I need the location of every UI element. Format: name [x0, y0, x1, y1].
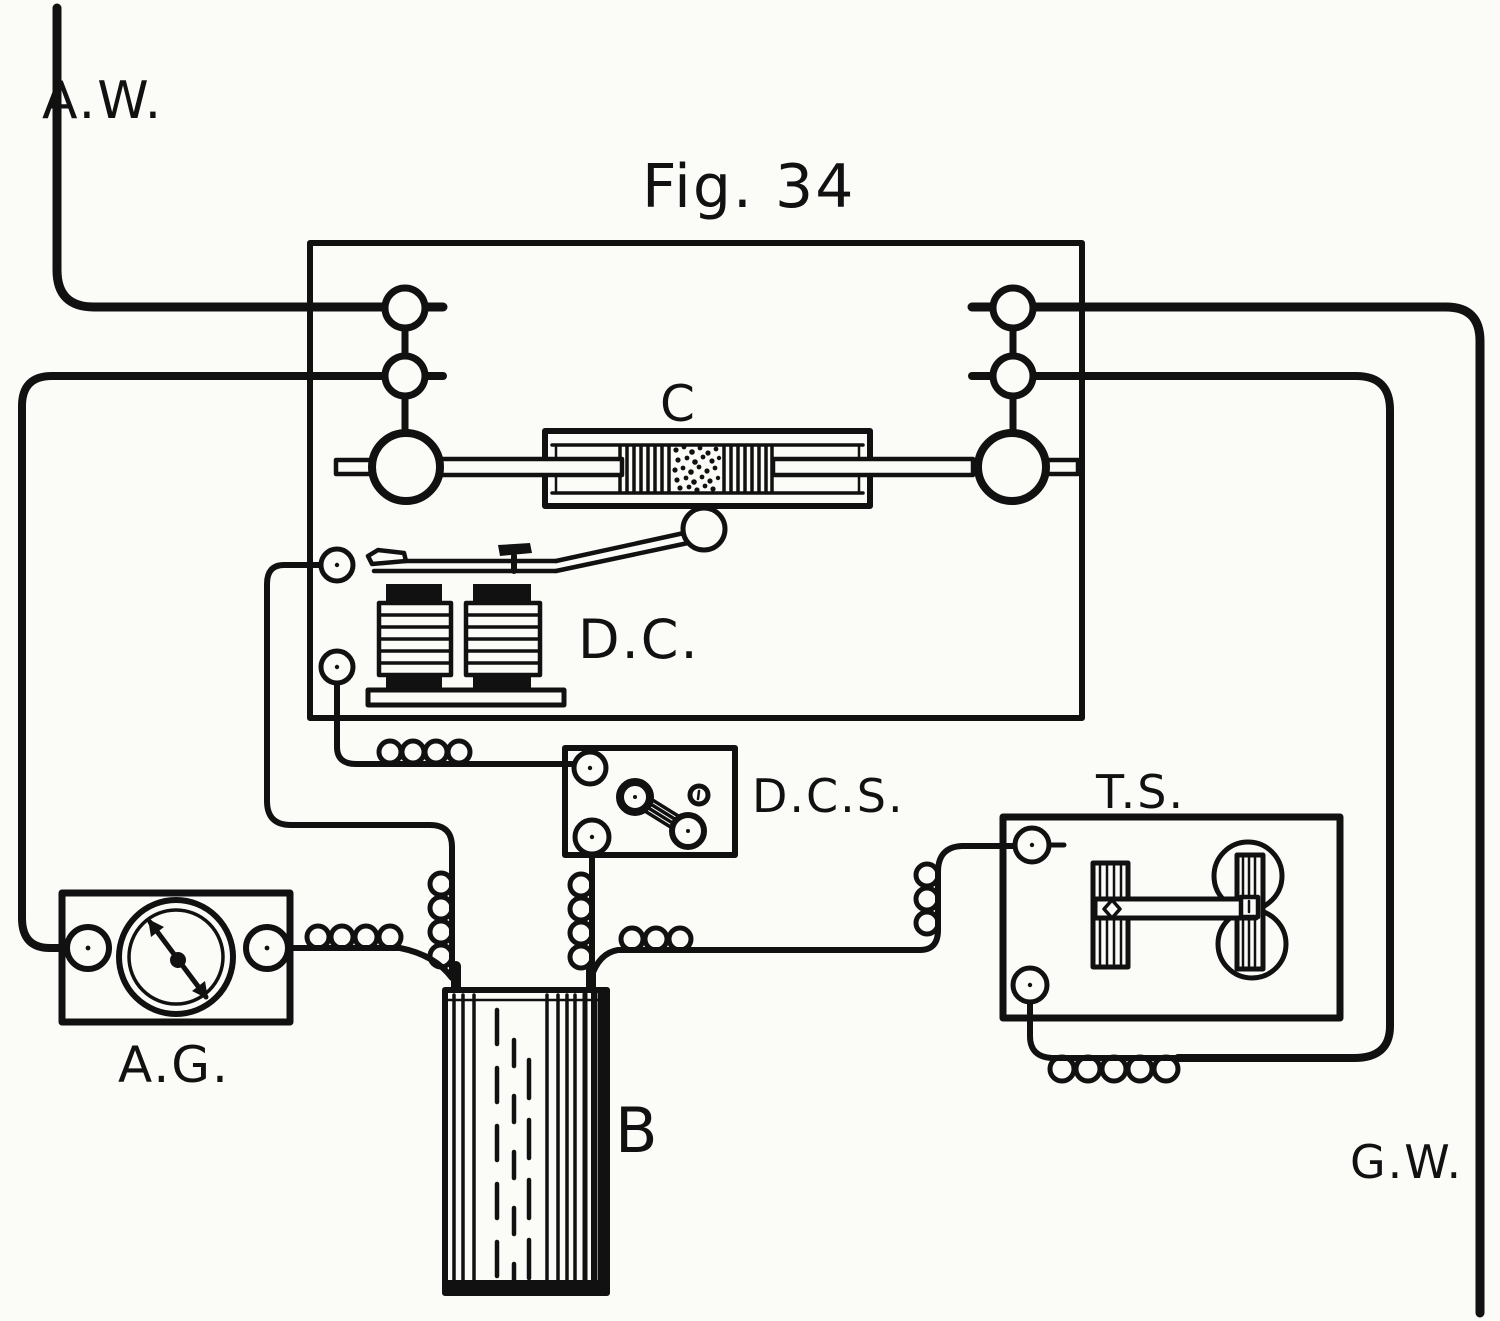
- label-decoherer: D.C.: [578, 608, 700, 671]
- coil-switch-to-battery: [567, 871, 595, 971]
- tapper-ball: [680, 505, 728, 553]
- decoherer-assembly: [318, 505, 728, 708]
- coherer-left-rod: [433, 456, 625, 478]
- coherer-tube-inner-walls: [550, 443, 865, 495]
- right-rod-post: [974, 429, 1050, 505]
- battery-shading-middle: [494, 1007, 532, 1291]
- tapper-arm: [553, 530, 691, 574]
- switch-knob-dot: [633, 795, 637, 799]
- left-middle-post: [381, 352, 429, 400]
- armature-pivot: [365, 547, 409, 567]
- label-battery: B: [615, 1094, 660, 1167]
- contact-screw-head: [498, 543, 532, 556]
- wire-post-to-galvanometer: [18, 372, 389, 952]
- coherer-right-plug: [722, 444, 774, 494]
- left-coil-top-cap: [386, 584, 442, 603]
- label-galvanometer: A.G.: [118, 1036, 230, 1094]
- galvanometer-left-terminal-dot: [85, 945, 91, 951]
- aerial-wire: [52, 3, 392, 312]
- coil-sounder-to-ground-branch: [1047, 1054, 1181, 1084]
- battery: [442, 961, 610, 1296]
- wire-relay-to-switch: [334, 680, 577, 767]
- left-coil-bottom-cap: [386, 673, 442, 690]
- ground-wire: [1026, 302, 1485, 1318]
- switch-contact-mark: [696, 789, 701, 801]
- right-coil-top-cap: [473, 584, 531, 603]
- receiver-main-box: [307, 240, 1085, 721]
- galvanometer-dial-inner: [127, 908, 225, 1006]
- needle-arrowhead-top: [148, 919, 164, 937]
- battery-shading-right: [545, 993, 577, 1290]
- needle-arrowhead-bottom: [192, 981, 208, 999]
- relay-lower-terminal-dot: [334, 664, 340, 670]
- label-ground-wire: G.W.: [1350, 1135, 1463, 1189]
- coil-relay-to-battery-left: [427, 870, 455, 970]
- figure-title: Fig. 34: [642, 152, 855, 222]
- left-coil-windings: [379, 613, 451, 665]
- label-telegraph-sounder: T.S.: [1095, 765, 1185, 819]
- label-coherer: C: [660, 375, 697, 433]
- switch-lever: [635, 793, 692, 837]
- label-aerial-wire: A.W.: [42, 71, 163, 131]
- decoherer-base: [365, 687, 567, 708]
- wire-coils: [304, 738, 1181, 1084]
- right-coil-windings: [466, 613, 540, 665]
- coherer-filings: [672, 444, 722, 493]
- left-rod-post: [368, 429, 444, 505]
- left-top-post: [381, 284, 429, 332]
- right-coil-bottom-cap: [473, 673, 531, 690]
- label-decoherer-switch: D.C.S.: [752, 769, 905, 823]
- coil-relay-to-switch: [376, 738, 473, 766]
- battery-shading-left: [452, 993, 476, 1290]
- switch-upper-terminal-dot: [587, 765, 593, 771]
- galvanometer: [64, 897, 291, 1017]
- wire-battery-to-sounder: [588, 843, 1019, 981]
- coherer-left-plug: [618, 444, 671, 494]
- wire-galvanometer-to-battery: [286, 945, 455, 981]
- sounder-mechanism: [1010, 825, 1289, 1005]
- decoherer-switch: [571, 749, 711, 857]
- wire-sounder-to-ground-branch: [1027, 998, 1183, 1061]
- switch-blade-dot: [686, 829, 690, 833]
- sounder-lower-terminal-dot: [1027, 982, 1033, 988]
- needle-hub: [170, 952, 186, 968]
- right-middle-post: [989, 352, 1037, 400]
- switch-lower-terminal-dot: [589, 834, 595, 840]
- coherer-right-rod: [770, 456, 976, 478]
- relay-upper-terminal-dot: [334, 562, 340, 568]
- battery-bottom-band: [448, 1280, 604, 1293]
- left-rod-stub: [333, 457, 375, 477]
- wire-post-to-sounder: [1029, 372, 1394, 1062]
- coherer-assembly: [333, 284, 1081, 509]
- labels: A.W. Fig. 34 C D.C. D.C.S. T.S. A.G. B G…: [42, 71, 1463, 1189]
- wires: [18, 3, 1485, 1318]
- sounder-lever-pivot: [1102, 898, 1122, 920]
- battery-cell: [442, 987, 610, 1296]
- coil-battery-to-sounder: [618, 861, 941, 953]
- right-top-post: [989, 284, 1037, 332]
- wire-relay-to-battery-left: [264, 562, 455, 978]
- galvanometer-right-terminal-dot: [264, 945, 270, 951]
- sounder-upper-terminal-dot: [1029, 842, 1035, 848]
- coil-galvanometer-to-battery: [304, 923, 404, 951]
